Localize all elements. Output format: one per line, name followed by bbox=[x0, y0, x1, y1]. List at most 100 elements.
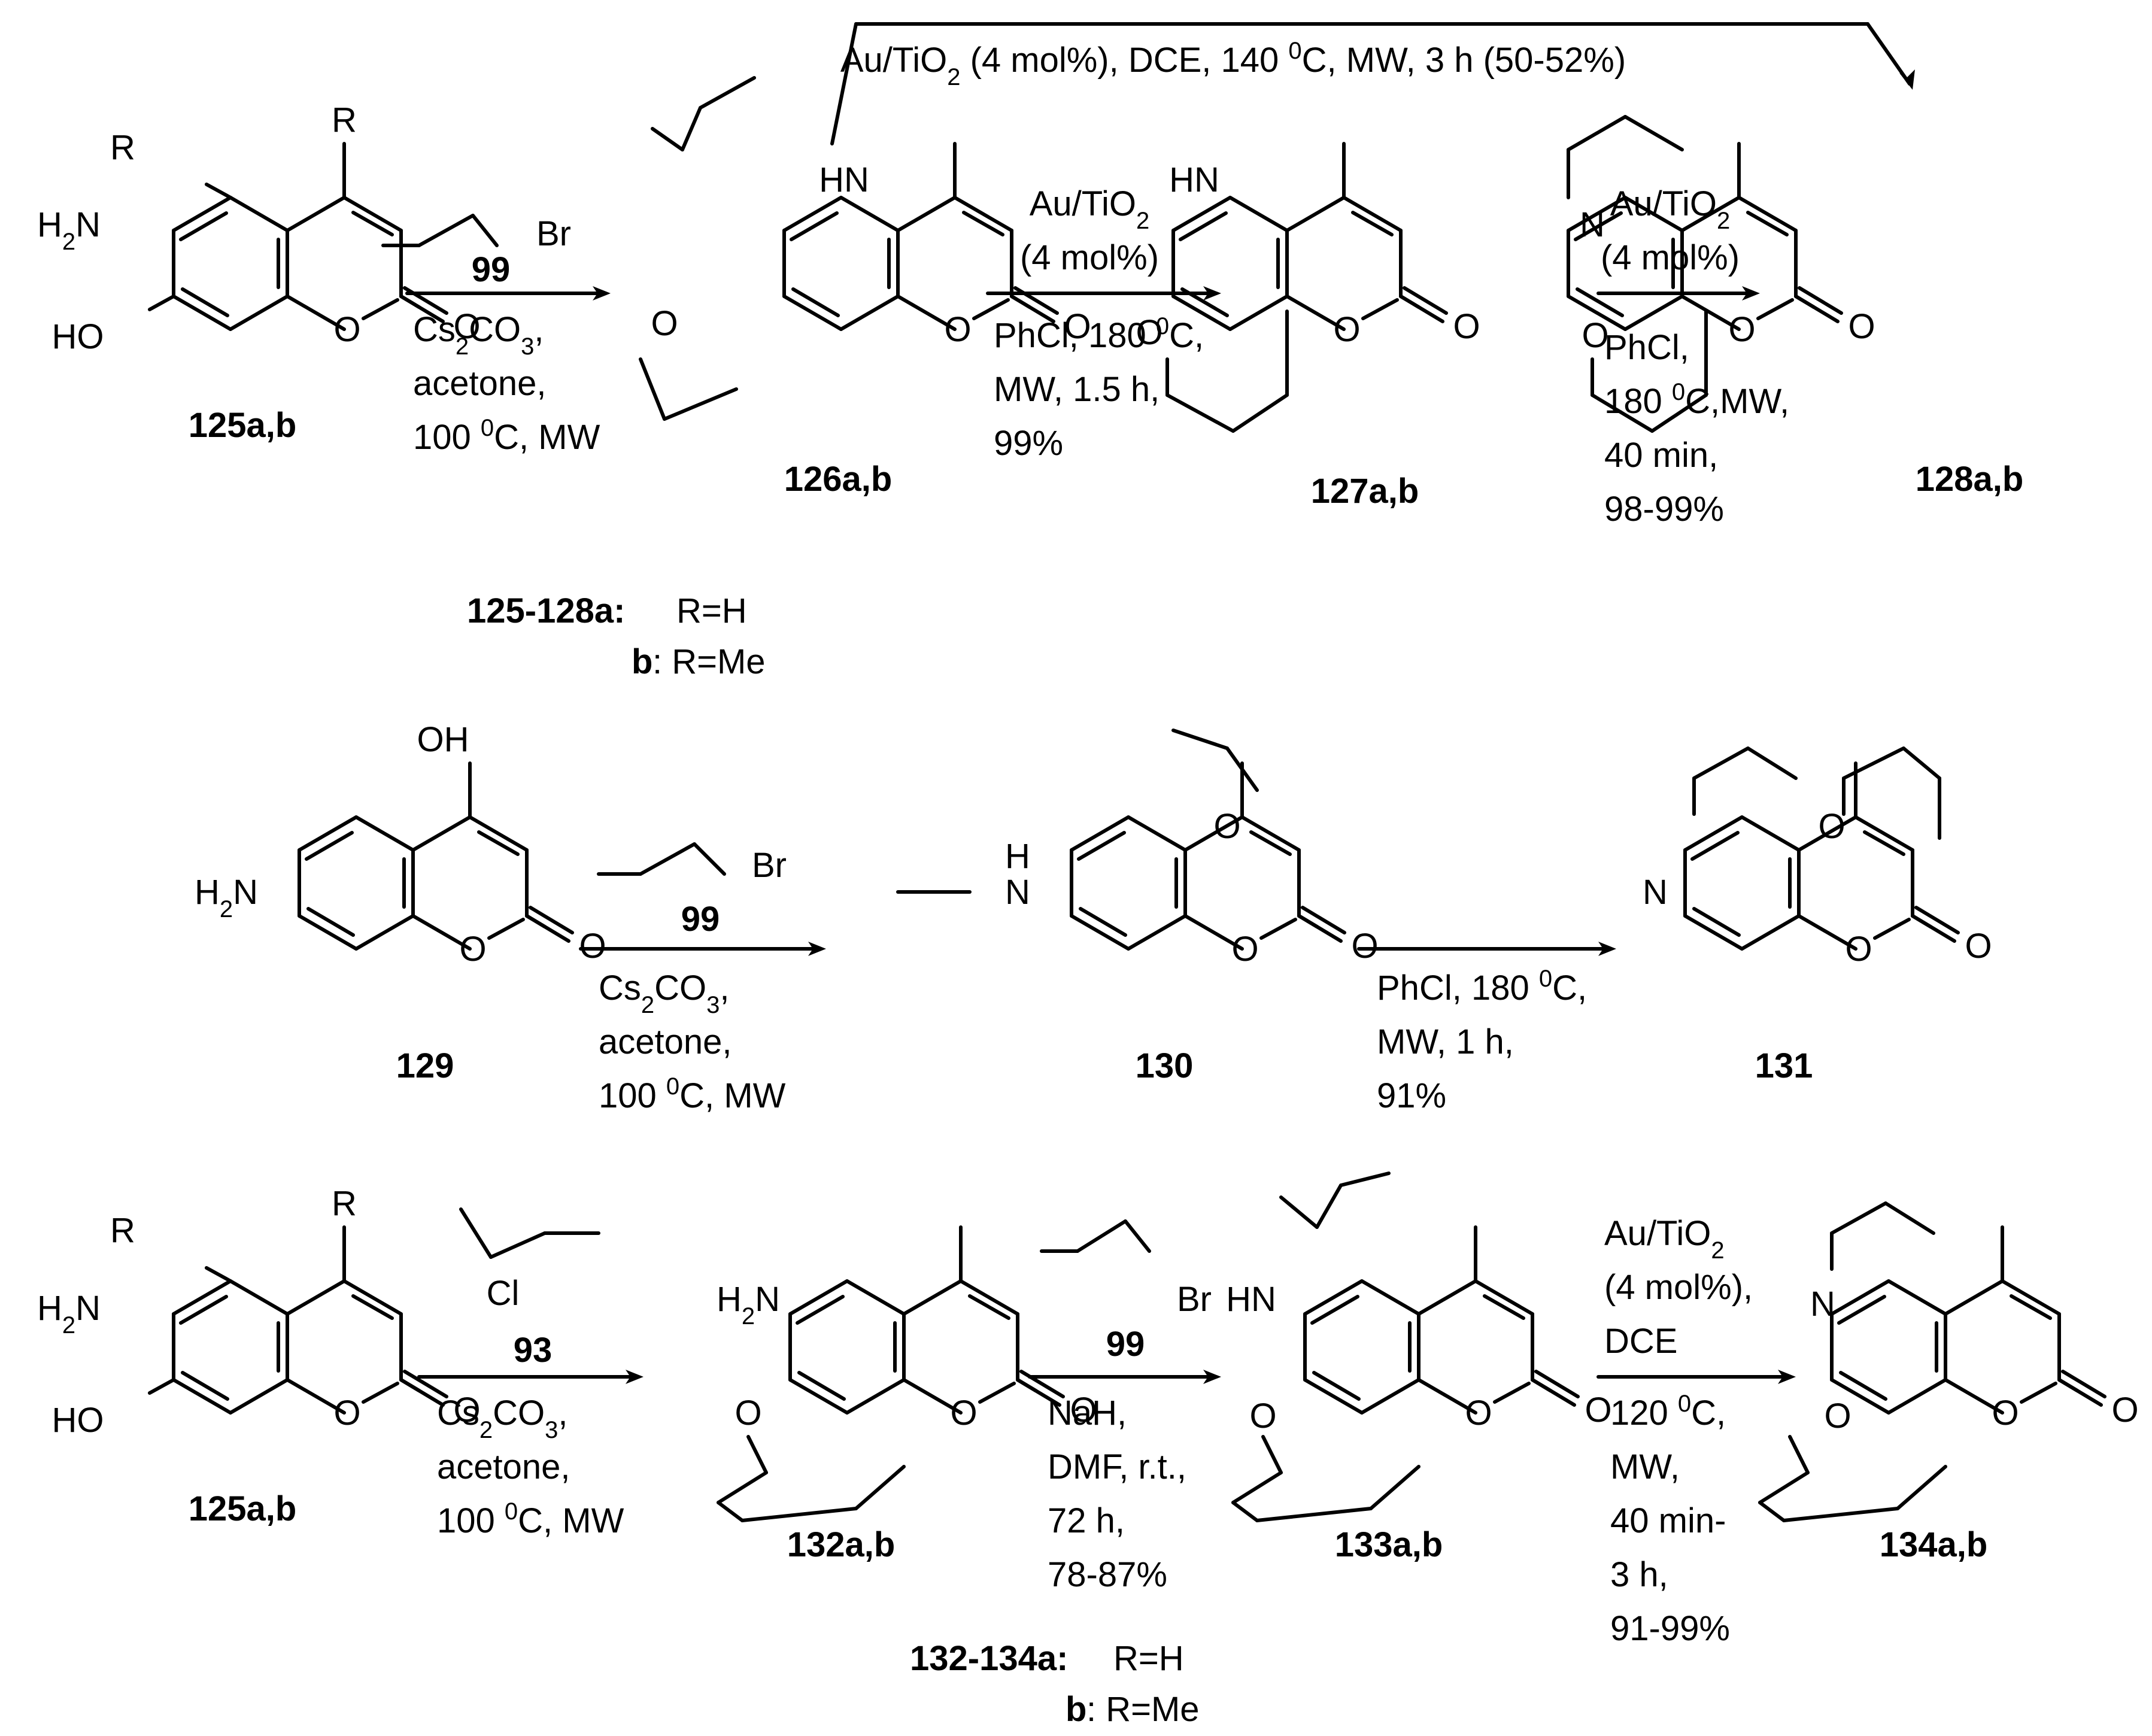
alkyne-133 bbox=[1339, 1172, 1391, 1187]
c130-ring-o: O bbox=[1231, 930, 1258, 969]
c134-pyrone bbox=[1944, 1378, 2004, 1415]
h2n-125b: H2N bbox=[37, 1289, 101, 1339]
c125b-benzo bbox=[229, 1279, 289, 1316]
c130-pyrone bbox=[1183, 914, 1244, 951]
c130-benzo bbox=[1070, 914, 1130, 951]
c134-benzo bbox=[1887, 1279, 1947, 1316]
reagent-99-a7 bbox=[1076, 1219, 1127, 1253]
c130-benzo bbox=[1127, 914, 1187, 951]
c125a-pyrone-db bbox=[351, 211, 394, 236]
o-131: O bbox=[1818, 807, 1845, 846]
c127-pyran bbox=[1165, 393, 1235, 433]
c127-benzo-db bbox=[1179, 211, 1228, 241]
legend2-b: : R=Me bbox=[1086, 1690, 1200, 1729]
a6-line: 100 0C, MW bbox=[437, 1498, 624, 1540]
c127-carbonyl-o: O bbox=[1453, 307, 1480, 346]
c129-benzo bbox=[354, 815, 415, 852]
c129-pyrone bbox=[468, 815, 529, 852]
c128-pyran bbox=[1650, 393, 1708, 433]
c133-pyrone bbox=[1417, 1378, 1477, 1415]
reagent-93-a6 bbox=[459, 1207, 493, 1259]
c134-benzo bbox=[1887, 1378, 1947, 1415]
ho-125b: HO bbox=[52, 1401, 104, 1440]
c134-benzo bbox=[1830, 1378, 1890, 1415]
c125b-c-o bbox=[362, 1382, 399, 1404]
top-condition: Au/TiO2 (4 mol%), DCE, 140 0C, MW, 3 h (… bbox=[840, 38, 1626, 90]
a1-line: acetone, bbox=[413, 364, 547, 403]
a2-line: PhCl, 180 0C, bbox=[994, 313, 1204, 355]
c133-pyran bbox=[1255, 1507, 1373, 1522]
c132-ring-o: O bbox=[950, 1394, 977, 1432]
a7-line: 72 h, bbox=[1048, 1501, 1125, 1540]
a3-line: 98-99% bbox=[1604, 490, 1724, 529]
c127-pyran bbox=[1231, 393, 1289, 433]
c130-benzo bbox=[1127, 815, 1187, 852]
a4-line: acetone, bbox=[599, 1022, 732, 1061]
hn-133: HN bbox=[1226, 1280, 1276, 1319]
c126-carbonyl-o: O bbox=[1064, 307, 1091, 346]
oh-129: OH bbox=[417, 720, 469, 759]
a4-line: Cs2CO3, bbox=[599, 969, 730, 1018]
c127-ring-o: O bbox=[1333, 310, 1360, 349]
c131-benzo-db bbox=[1692, 907, 1741, 937]
c134-benzo bbox=[1830, 1279, 1890, 1316]
c129-benzo bbox=[298, 914, 358, 951]
c134-ring-o: O bbox=[1992, 1394, 2019, 1432]
c125b-pyrone bbox=[342, 1279, 403, 1316]
r-125b: R bbox=[110, 1211, 135, 1250]
c125a-benzo bbox=[229, 295, 289, 331]
c125a-pyrone bbox=[342, 196, 403, 232]
c125b-carbonyl-o: O bbox=[453, 1391, 480, 1430]
arrow-a7-head bbox=[1203, 1370, 1221, 1384]
c129-carbonyl-o: O bbox=[579, 927, 606, 966]
c125b-benzo-db bbox=[181, 1371, 229, 1401]
c132-benzo bbox=[845, 1279, 906, 1316]
alkyne-133 bbox=[1279, 1195, 1319, 1229]
hn-127: HN bbox=[1169, 160, 1219, 199]
c133-pyran bbox=[1231, 1471, 1283, 1504]
c130-benzo-db bbox=[1079, 907, 1127, 937]
c134-carbonyl bbox=[2061, 1370, 2107, 1398]
o-127: O bbox=[1136, 313, 1162, 352]
c125a-pyrone bbox=[286, 196, 346, 232]
n-134: N bbox=[1810, 1285, 1835, 1324]
c134-pyran bbox=[1758, 1471, 1810, 1504]
c125a-benzo-db bbox=[181, 287, 229, 317]
c126-pyrone bbox=[896, 196, 957, 232]
c134-benzo-db bbox=[1837, 1295, 1886, 1325]
o-128: O bbox=[1582, 316, 1608, 355]
c133-benzo bbox=[1360, 1378, 1420, 1415]
c129-benzo bbox=[354, 914, 415, 951]
a1-reagent-num: 99 bbox=[472, 250, 511, 289]
legend2-range: 132-134a: bbox=[910, 1639, 1068, 1678]
arrow-a2-head bbox=[1203, 286, 1221, 301]
c132-c-o bbox=[978, 1382, 1016, 1404]
reagent-99-a4 bbox=[639, 842, 696, 876]
c128-benzo-db bbox=[1576, 287, 1624, 317]
a7-line: 78-87% bbox=[1048, 1555, 1167, 1594]
c127-carbonyl bbox=[1403, 286, 1448, 315]
o-133: O bbox=[1249, 1397, 1276, 1435]
c127-c-o bbox=[1361, 298, 1399, 320]
a8-above: DCE bbox=[1604, 1322, 1677, 1361]
a5-line: MW, 1 h, bbox=[1377, 1022, 1514, 1061]
arrow-a6-head bbox=[626, 1370, 644, 1384]
c132-pyran bbox=[854, 1465, 906, 1510]
a1-line: 100 0C, MW bbox=[413, 415, 600, 457]
c133-benzo bbox=[1303, 1279, 1364, 1316]
legend1-a: R=H bbox=[676, 591, 747, 630]
c132-benzo-db bbox=[797, 1371, 846, 1401]
c125b-carbonyl bbox=[399, 1378, 445, 1407]
c128-benzo bbox=[1623, 196, 1684, 232]
c133-carbonyl-o: O bbox=[1585, 1391, 1611, 1430]
c127-pyrone bbox=[1285, 295, 1346, 331]
c134-pyridine bbox=[1830, 1201, 1887, 1235]
c131-carbonyl-o: O bbox=[1965, 927, 1992, 966]
c125b-o bbox=[148, 1378, 175, 1395]
a4-line: 100 0C, MW bbox=[599, 1073, 786, 1115]
c131-benzo bbox=[1740, 815, 1801, 852]
h2n-129: H2N bbox=[195, 873, 258, 922]
c126-ring-o: O bbox=[944, 310, 971, 349]
c129-pyrone bbox=[411, 914, 472, 951]
c125a-pyrone bbox=[286, 295, 346, 331]
